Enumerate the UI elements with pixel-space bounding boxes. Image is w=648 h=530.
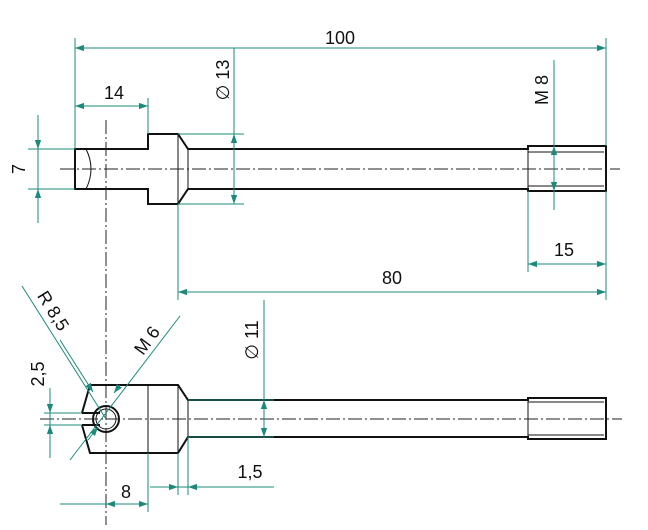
width-7-label: 7 — [9, 164, 29, 174]
dimension-diameter-13: ∅ 13 — [178, 48, 244, 205]
dimension-slot-length: 14 — [75, 83, 149, 134]
dimension-chamfer-1-5: 1,5 — [150, 437, 274, 495]
bottom-view — [40, 384, 622, 454]
thread-length-label: 15 — [554, 240, 574, 260]
dimension-width-7: 7 — [9, 115, 75, 223]
slot-length-label: 14 — [104, 83, 124, 103]
bottom-view-outline — [81, 384, 607, 454]
top-view — [60, 133, 620, 205]
shaft-length-label: 80 — [382, 268, 402, 288]
dimension-overall-length: 100 — [74, 28, 607, 149]
chamfer-1-5-label: 1,5 — [237, 462, 262, 482]
dimension-thread-m8: M 8 — [532, 60, 558, 210]
length-8-label: 8 — [121, 482, 131, 502]
dimension-shaft-length: 80 — [177, 191, 607, 300]
radius-label: R 8,5 — [33, 287, 73, 334]
diameter-11-label: ∅ 11 — [242, 320, 262, 359]
thread-m6-label: M 6 — [130, 322, 164, 358]
dimension-diameter-11: ∅ 11 — [188, 300, 274, 438]
thread-m8-label: M 8 — [532, 75, 552, 105]
slot-2-5-label: 2,5 — [28, 361, 48, 386]
dimension-length-8: 8 — [60, 453, 149, 512]
overall-length-label: 100 — [325, 28, 355, 48]
dimension-slot-2-5: 2,5 — [28, 361, 82, 458]
dimension-thread-length: 15 — [527, 191, 606, 272]
diameter-13-label: ∅ 13 — [213, 60, 233, 101]
dimension-radius: R 8,5 — [21, 285, 107, 420]
